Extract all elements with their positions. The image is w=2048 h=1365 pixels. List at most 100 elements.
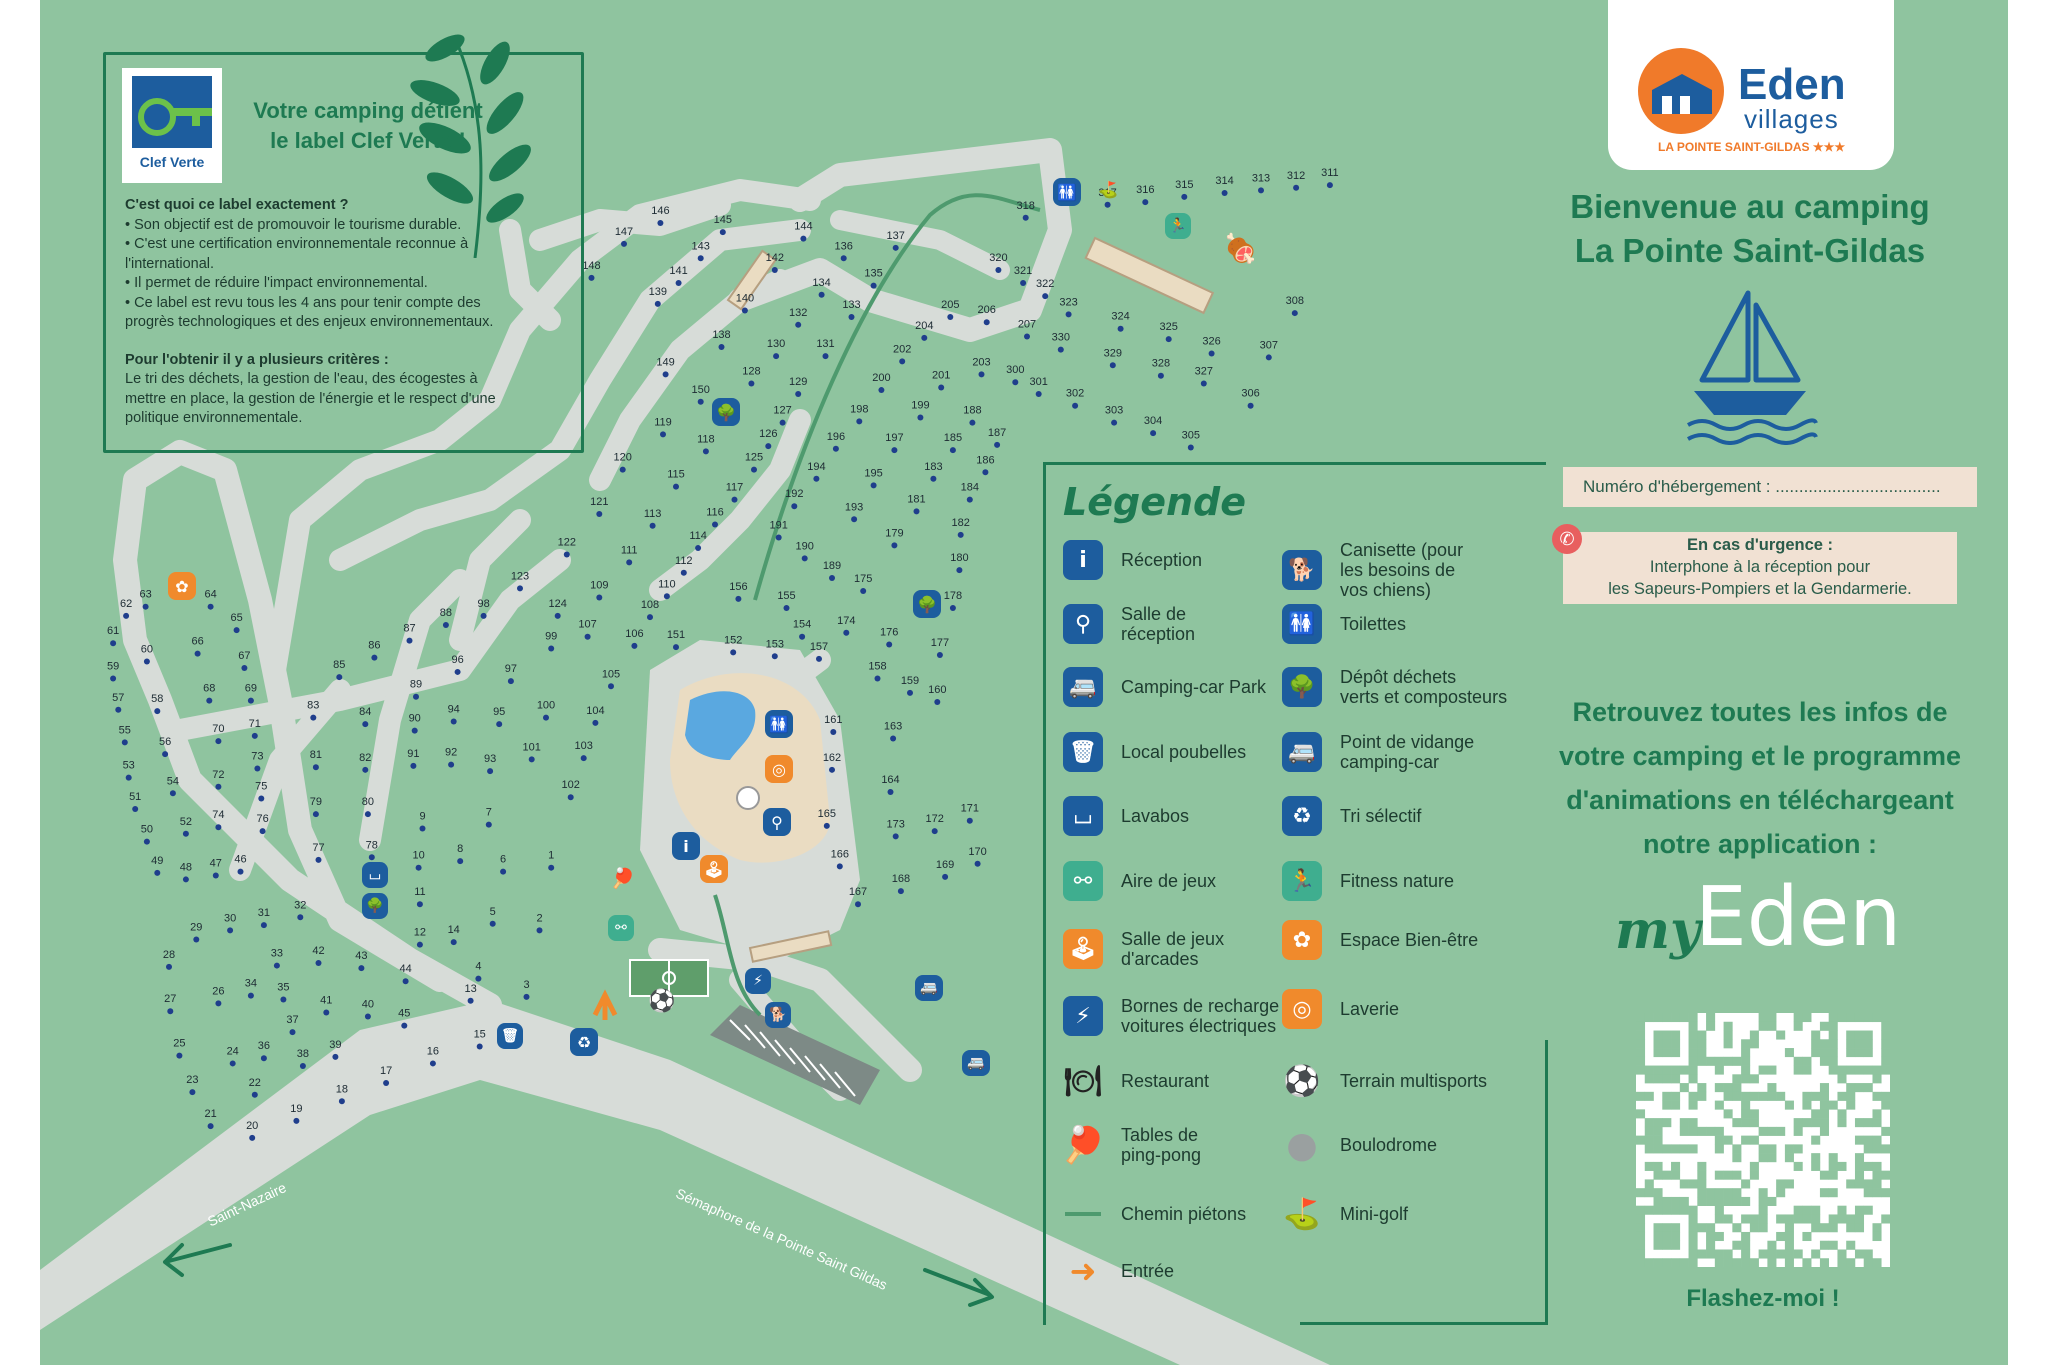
pitch-marker: 163 — [884, 720, 902, 742]
pitch-marker: 157 — [810, 641, 828, 662]
pitch-dot — [1065, 311, 1072, 318]
pitch-dot — [362, 766, 369, 773]
pitch-marker: 313 — [1252, 172, 1270, 194]
qr-module — [1653, 1048, 1663, 1058]
qr-module — [1671, 1013, 1681, 1023]
pitch-number: 320 — [989, 252, 1007, 264]
qr-module — [1688, 1223, 1698, 1233]
qr-module — [1749, 1109, 1759, 1119]
pitch-dot — [215, 738, 222, 745]
pitch-marker: 44 — [399, 963, 412, 985]
qr-module — [1653, 1205, 1663, 1215]
pitch-dot — [1181, 193, 1188, 200]
pitch-marker: 71 — [249, 718, 261, 739]
pitch-number: 181 — [907, 493, 925, 505]
qr-module — [1653, 1231, 1663, 1242]
pitch-number: 14 — [448, 924, 460, 936]
pitch-number: 316 — [1136, 184, 1154, 196]
pitch-dot — [1012, 379, 1019, 386]
pitch-dot — [969, 419, 976, 426]
pitch-number: 1 — [548, 850, 554, 862]
qr-module — [1714, 1205, 1724, 1215]
pitch-number: 33 — [271, 948, 283, 960]
accommodation-number-field[interactable]: Numéro d'hébergement : .................… — [1563, 467, 1977, 507]
pitch-number: 207 — [1018, 319, 1036, 331]
pitch-dot — [680, 569, 687, 576]
pitch-number: 58 — [151, 693, 163, 705]
criteria-title: Pour l'obtenir il y a plusieurs critères… — [125, 351, 389, 368]
qr-module — [1784, 1153, 1794, 1163]
pitch-number: 132 — [789, 307, 807, 319]
pitch-number: 140 — [736, 292, 754, 304]
qr-module — [1872, 1258, 1882, 1268]
qr-module — [1819, 1109, 1829, 1119]
pitch-marker: 54 — [167, 775, 179, 797]
qr-module — [1802, 1065, 1812, 1075]
pitch-marker: 314 — [1215, 175, 1234, 197]
pitch-dot — [293, 1117, 300, 1124]
qr-module — [1811, 1153, 1821, 1163]
qr-module — [1644, 1135, 1654, 1145]
my-eden-app-logo: my Eden — [1615, 870, 1935, 980]
pitch-number: 30 — [224, 912, 236, 924]
qr-module — [1714, 1231, 1724, 1242]
qr-module — [1776, 1214, 1786, 1224]
qr-module — [1846, 1214, 1856, 1224]
qr-module — [1881, 1100, 1891, 1110]
pitch-marker: 109 — [590, 580, 608, 601]
pitch-number: 317 — [1098, 187, 1116, 199]
pitch-marker: 167 — [849, 886, 867, 908]
pitch-number: 146 — [651, 205, 669, 217]
qr-module — [1697, 1196, 1707, 1206]
pitch-marker: 148 — [582, 260, 601, 281]
qr-module — [1776, 1188, 1786, 1198]
qr-code[interactable] — [1636, 1013, 1891, 1268]
pitch-marker: 131 — [816, 338, 835, 360]
legend-label: Salle de jeux d'arcades — [1121, 929, 1225, 969]
pitch-number: 155 — [777, 590, 795, 602]
qr-module — [1784, 1144, 1794, 1154]
qr-module — [1872, 1223, 1882, 1233]
pitch-number: 167 — [849, 886, 867, 898]
qr-module — [1854, 1170, 1865, 1180]
pitch-dot — [121, 739, 128, 746]
qr-module — [1819, 1091, 1829, 1101]
qr-module — [1872, 1135, 1882, 1145]
qr-module — [1837, 1249, 1847, 1259]
pitch-number: 17 — [380, 1065, 392, 1077]
pitch-dot — [818, 291, 825, 298]
qr-module — [1679, 1179, 1689, 1189]
pitch-marker: 91 — [407, 748, 420, 769]
qr-module — [1749, 1170, 1759, 1180]
ping-pong-icon: 🏓 — [610, 868, 635, 890]
pitch-number: 197 — [885, 432, 903, 444]
pitch-number: 66 — [191, 636, 203, 648]
pitch-dot — [162, 751, 169, 758]
qr-module — [1837, 1109, 1847, 1119]
qr-module — [1881, 1048, 1891, 1058]
qr-module — [1671, 1223, 1681, 1233]
qr-module — [1872, 1188, 1882, 1198]
qr-module — [1653, 1258, 1663, 1268]
pitch-dot — [1042, 293, 1049, 300]
pitch-number: 183 — [924, 461, 942, 473]
pitch-dot — [315, 959, 322, 966]
qr-module — [1846, 1179, 1856, 1189]
pitch-dot — [280, 996, 287, 1003]
pitch-marker: 113 — [644, 508, 661, 529]
pitch-number: 133 — [842, 299, 860, 311]
bullet-4: • Ce label est revu tous les 4 ans pour … — [125, 294, 481, 311]
pitch-marker: 42 — [312, 945, 325, 966]
pitch-dot — [899, 358, 906, 365]
pitch-dot — [631, 642, 638, 649]
pitch-number: 315 — [1175, 179, 1193, 191]
pitch-dot — [1165, 336, 1172, 343]
pitch-dot — [1035, 390, 1042, 397]
qr-module — [1741, 1231, 1751, 1242]
qr-module — [1854, 1135, 1865, 1145]
pitch-dot — [410, 762, 417, 769]
pitch-number: 182 — [952, 517, 970, 529]
qr-module — [1662, 1030, 1672, 1040]
qr-module — [1697, 1091, 1707, 1101]
